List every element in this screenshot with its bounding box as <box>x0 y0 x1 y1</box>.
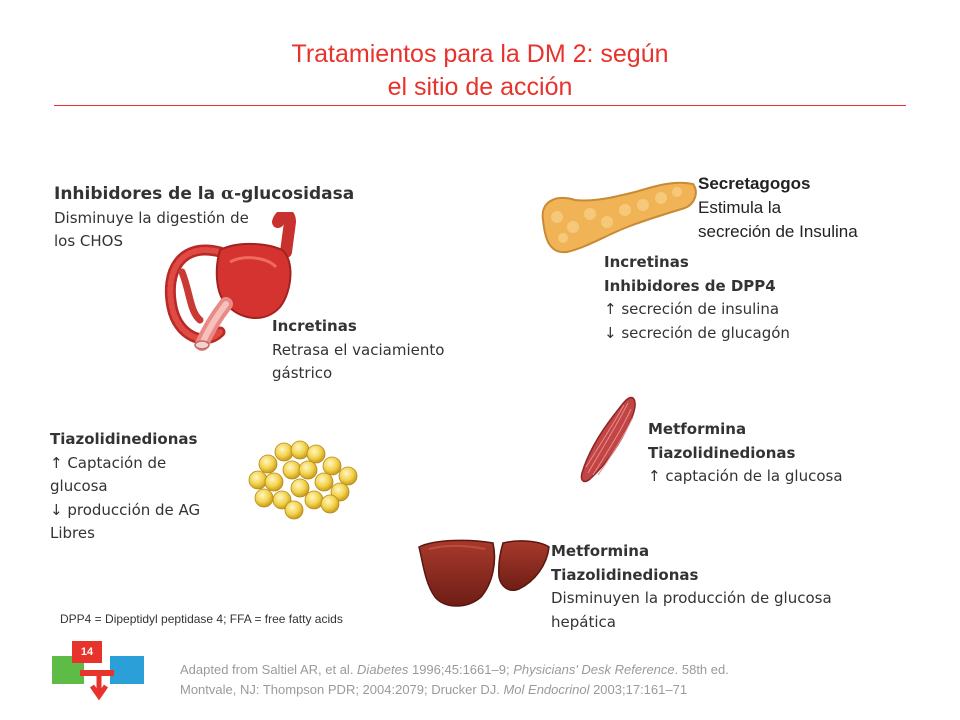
muscle-illustration <box>580 396 636 483</box>
stomach-line-1: Retrasa el vaciamiento <box>272 340 445 359</box>
secretagogos-line-1: Estimula la <box>698 198 782 217</box>
pancreas-illustration <box>541 181 697 254</box>
tzd-line-3: ↓ producción de AG <box>50 500 201 519</box>
liver-line-3: Disminuyen la producción de glucosa <box>551 589 832 607</box>
title-line-2: el sitio de acción <box>387 73 573 101</box>
secretagogos-heading: Secretagogos <box>698 174 811 193</box>
adipose-cells-illustration <box>248 440 358 520</box>
pancreas-line-2: Inhibidores de DPP4 <box>604 276 776 295</box>
pancreas-line-1: Incretinas <box>604 253 689 271</box>
alpha-glucosidase-block: Inhibidores de la α-glucosidasa Disminuy… <box>54 183 384 254</box>
abbreviation-footnote: DPP4 = Dipeptidyl peptidase 4; FFA = fre… <box>60 612 343 626</box>
liver-line-1: Metformina <box>551 542 650 560</box>
muscle-block: Metformina Tiazolidinedionas ↑ captación… <box>648 418 948 489</box>
muscle-line-2: Tiazolidinedionas <box>648 443 796 462</box>
page-number: 14 <box>72 641 102 663</box>
pancreas-line-3: ↑ secreción de insulina <box>604 300 780 318</box>
citation: Adapted from Saltiel AR, et al. Diabetes… <box>180 662 729 697</box>
alpha-desc-line-2: los CHOS <box>54 232 124 250</box>
stomach-heading: Incretinas <box>272 317 357 335</box>
stomach-line-2: gástrico <box>272 364 333 382</box>
title-divider <box>54 105 906 106</box>
liver-line-2: Tiazolidinedionas <box>551 565 699 584</box>
pancreas-line-4: ↓ secreción de glucagón <box>604 323 790 342</box>
liver-block: Metformina Tiazolidinedionas Disminuyen … <box>551 540 911 634</box>
tzd-adipose-block: Tiazolidinedionas ↑ Captación de glucosa… <box>50 428 250 546</box>
tzd-heading: Tiazolidinedionas <box>50 430 198 448</box>
secretagogos-line-2: secreción de Insulina <box>698 222 858 241</box>
liver-illustration <box>418 539 550 607</box>
muscle-line-3: ↑ captación de la glucosa <box>648 467 843 485</box>
title-line-1: Tratamientos para la DM 2: según <box>291 40 669 68</box>
tzd-line-4: Libres <box>50 524 95 542</box>
muscle-line-1: Metformina <box>648 420 747 438</box>
alpha-desc-line-1: Disminuye la digestión de <box>54 208 249 227</box>
pancreas-incretinas-block: Incretinas Inhibidores de DPP4 ↑ secreci… <box>604 251 904 345</box>
slide-title: Tratamientos para la DM 2: según el siti… <box>0 38 960 104</box>
liver-line-4: hepática <box>551 612 616 631</box>
secretagogos-block: Secretagogos Estimula la secreción de In… <box>698 172 938 244</box>
alpha-symbol: α <box>221 184 235 204</box>
alpha-glucosidase-heading: Inhibidores de la α-glucosidasa <box>54 184 355 204</box>
tzd-line-2: glucosa <box>50 477 108 495</box>
tzd-line-1: ↑ Captación de <box>50 453 167 472</box>
stomach-intestine-illustration <box>164 212 297 351</box>
slide-logo <box>52 656 144 701</box>
stomach-incretinas-block: Incretinas Retrasa el vaciamiento gástri… <box>272 315 492 386</box>
